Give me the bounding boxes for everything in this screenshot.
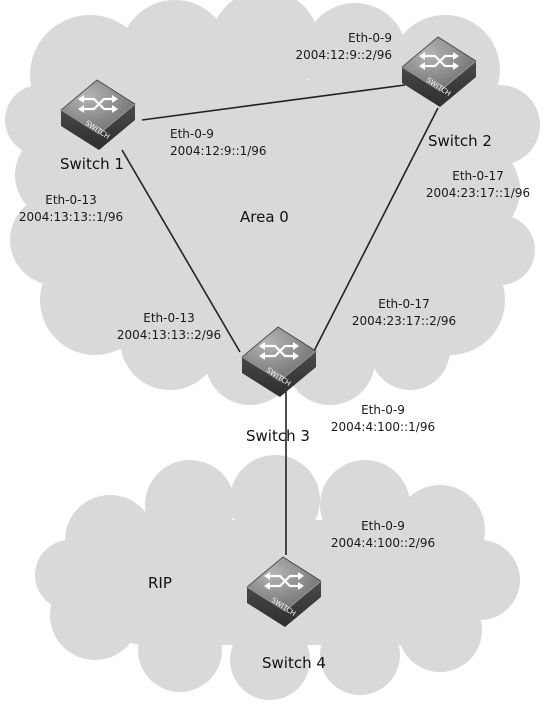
address-label: 2004:12:9::1/96: [170, 144, 267, 158]
switch-3-name: Switch 3: [246, 427, 310, 445]
iface-s1-to-s2: Eth-0-9 2004:12:9::1/96: [170, 126, 267, 160]
iface-s3-to-s1: Eth-0-13 2004:13:13::2/96: [106, 310, 232, 344]
rip-cloud: [35, 455, 520, 700]
link-switch1-switch2: [141, 84, 406, 121]
switch-2-icon[interactable]: SWITCH: [400, 35, 478, 109]
port-label: Eth-0-9: [348, 31, 392, 45]
iface-s3-to-s2: Eth-0-17 2004:23:17::2/96: [342, 296, 466, 330]
switch-1-name: Switch 1: [60, 155, 124, 173]
address-label: 2004:13:13::1/96: [18, 210, 124, 224]
area-0-label: Area 0: [240, 208, 289, 226]
address-label: 2004:23:17::1/96: [425, 186, 531, 200]
port-label: Eth-0-17: [452, 169, 504, 183]
switch-4-icon[interactable]: SWITCH: [245, 555, 323, 629]
rip-label: RIP: [148, 574, 172, 592]
switch-3-icon[interactable]: SWITCH: [240, 325, 318, 399]
switch-4-name: Switch 4: [262, 654, 326, 672]
address-label: 2004:12:9::2/96: [295, 48, 392, 62]
address-label: 2004:4:100::2/96: [330, 536, 436, 550]
switch-1-icon[interactable]: SWITCH: [59, 78, 137, 152]
port-label: Eth-0-9: [170, 127, 214, 141]
iface-s2-to-s1: Eth-0-9 2004:12:9::2/96: [272, 30, 392, 64]
iface-s1-to-s3: Eth-0-13 2004:13:13::1/96: [8, 192, 134, 226]
port-label: Eth-0-9: [361, 519, 405, 533]
link-switch2-switch3: [311, 107, 439, 356]
port-label: Eth-0-13: [45, 193, 97, 207]
link-switch1-switch3: [121, 149, 241, 353]
iface-s3-to-s4: Eth-0-9 2004:4:100::1/96: [322, 402, 444, 436]
port-label: Eth-0-13: [143, 311, 195, 325]
iface-s4-to-s3: Eth-0-9 2004:4:100::2/96: [322, 518, 444, 552]
port-label: Eth-0-9: [361, 403, 405, 417]
address-label: 2004:13:13::2/96: [116, 328, 222, 342]
links: [121, 84, 439, 555]
iface-s2-to-s3: Eth-0-17 2004:23:17::1/96: [416, 168, 540, 202]
address-label: 2004:4:100::1/96: [330, 420, 436, 434]
area-0-cloud: [5, 0, 540, 405]
address-label: 2004:23:17::2/96: [351, 314, 457, 328]
port-label: Eth-0-17: [378, 297, 430, 311]
switch-2-name: Switch 2: [428, 132, 492, 150]
